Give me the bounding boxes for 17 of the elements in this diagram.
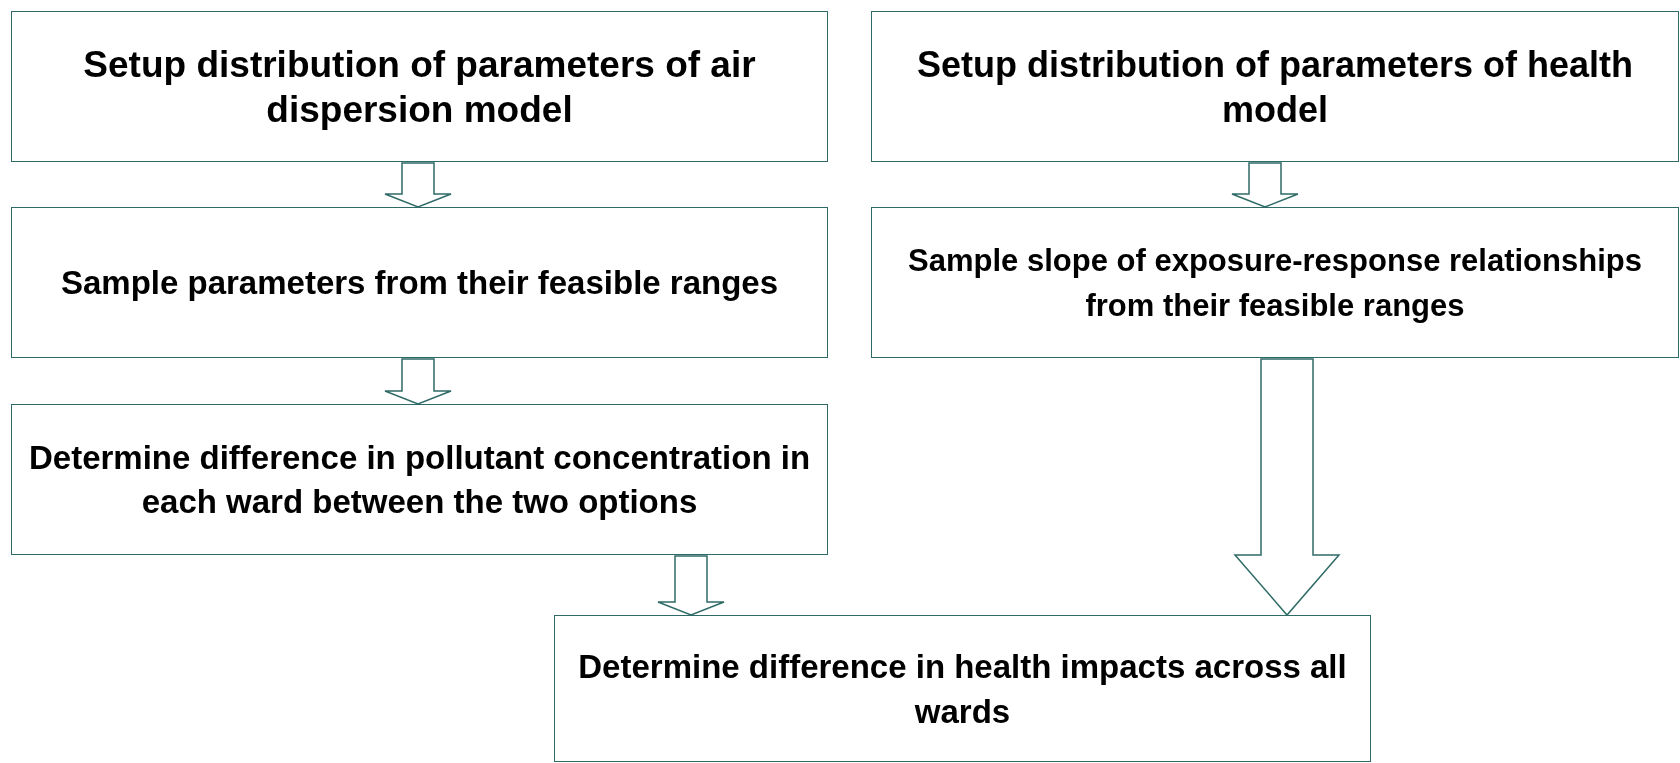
block-arrow bbox=[1231, 162, 1299, 208]
process-box bbox=[871, 11, 1679, 162]
box-text: Sample parameters from their feasible ranges bbox=[60, 263, 779, 303]
block-arrow bbox=[657, 555, 725, 616]
box-text: Determine difference in health impacts across all wards bbox=[577, 646, 1348, 732]
box-text: Sample slope of exposure-response relationships from their feasible ranges bbox=[907, 241, 1643, 325]
block-arrow bbox=[384, 358, 452, 405]
process-box bbox=[871, 207, 1679, 358]
box-text: Setup distribution of parameters of health model bbox=[915, 42, 1635, 132]
process-box bbox=[11, 207, 828, 358]
block-arrow bbox=[384, 162, 452, 208]
box-text: Determine difference in pollutant concentration in each ward between the two options bbox=[27, 437, 812, 522]
block-arrow bbox=[1233, 358, 1341, 617]
process-box bbox=[11, 404, 828, 555]
process-box bbox=[11, 11, 828, 162]
process-box bbox=[554, 615, 1371, 762]
box-text: Setup distribution of parameters of air dispersion model bbox=[82, 42, 757, 132]
